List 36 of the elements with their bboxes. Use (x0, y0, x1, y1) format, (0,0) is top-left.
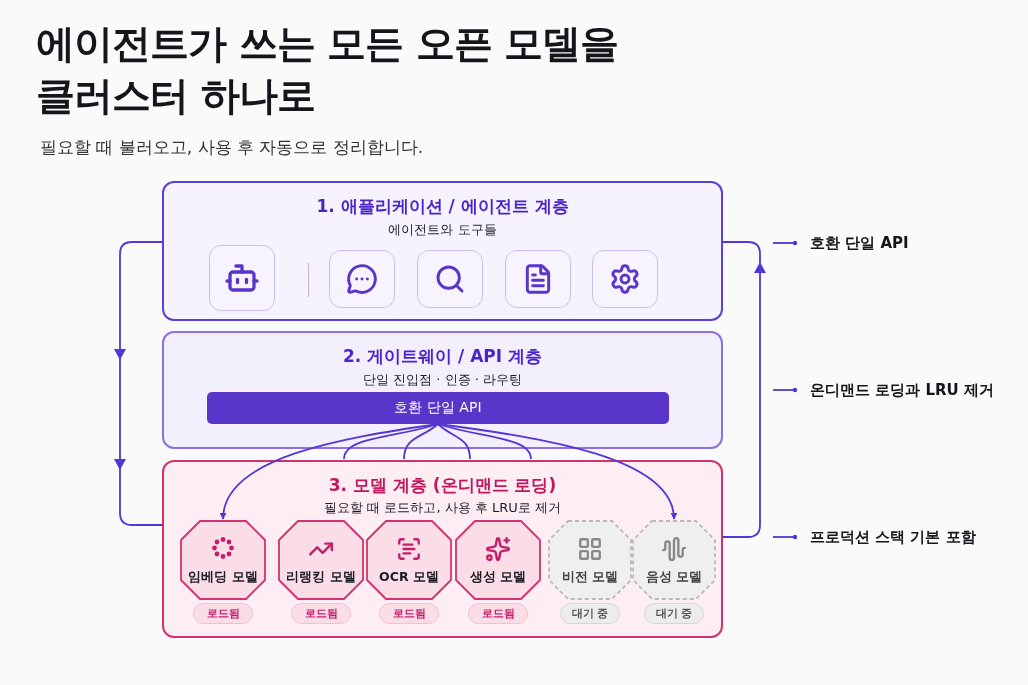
layer-heading: 2. 게이트웨이 / API 계층 (342, 346, 543, 366)
status-pill: 로드됨 (379, 603, 439, 624)
layer-panel (162, 460, 723, 638)
side-note: 온디맨드 로딩과 LRU 제거 (810, 380, 994, 400)
layer-heading: 1. 애플리케이션 / 에이전트 계층 (316, 196, 569, 216)
connector-line (403, 423, 439, 460)
model-octagon (632, 520, 716, 600)
status-pill: 로드됨 (468, 603, 528, 624)
side-note: 프로덕션 스택 기본 포함 (810, 527, 976, 547)
title: 에이전트가 쓰는 모든 오픈 모델을 클러스터 하나로 (36, 20, 620, 120)
model-name: 임베딩 모델 (188, 569, 258, 586)
model-name: 비전 모델 (561, 569, 619, 586)
layer-subtitle: 필요할 때 로드하고, 사용 후 LRU로 제거 (324, 500, 561, 515)
model-name: 리랭킹 모델 (286, 569, 356, 586)
layer-heading: 3. 모델 계층 (온디맨드 로딩) (328, 475, 557, 495)
model-octagon (180, 520, 266, 600)
model-octagon (455, 520, 541, 600)
model-octagon (278, 520, 364, 600)
status-pill: 로드됨 (291, 603, 351, 624)
model-octagon (366, 520, 452, 600)
connector-line (437, 423, 471, 460)
model-name: 생성 모델 (469, 569, 527, 586)
status-pill: 대기 중 (560, 603, 620, 624)
model-name: 음성 모델 (645, 569, 703, 586)
status-pill: 대기 중 (644, 603, 704, 624)
layer-panel (162, 331, 723, 449)
layer-subtitle: 에이전트와 도구들 (388, 222, 497, 237)
model-octagon (548, 520, 632, 600)
layer-subtitle: 단일 진입점 · 인증 · 라우팅 (363, 372, 522, 387)
layer-panel (162, 181, 723, 321)
api-bar: 호환 단일 API (207, 392, 669, 424)
side-note: 호환 단일 API (810, 233, 909, 253)
subtitle: 필요할 때 불러오고, 사용 후 자동으로 정리합니다. (40, 136, 424, 159)
arrow (220, 423, 439, 520)
model-name: OCR 모델 (379, 569, 439, 586)
status-pill: 로드됨 (193, 603, 253, 624)
